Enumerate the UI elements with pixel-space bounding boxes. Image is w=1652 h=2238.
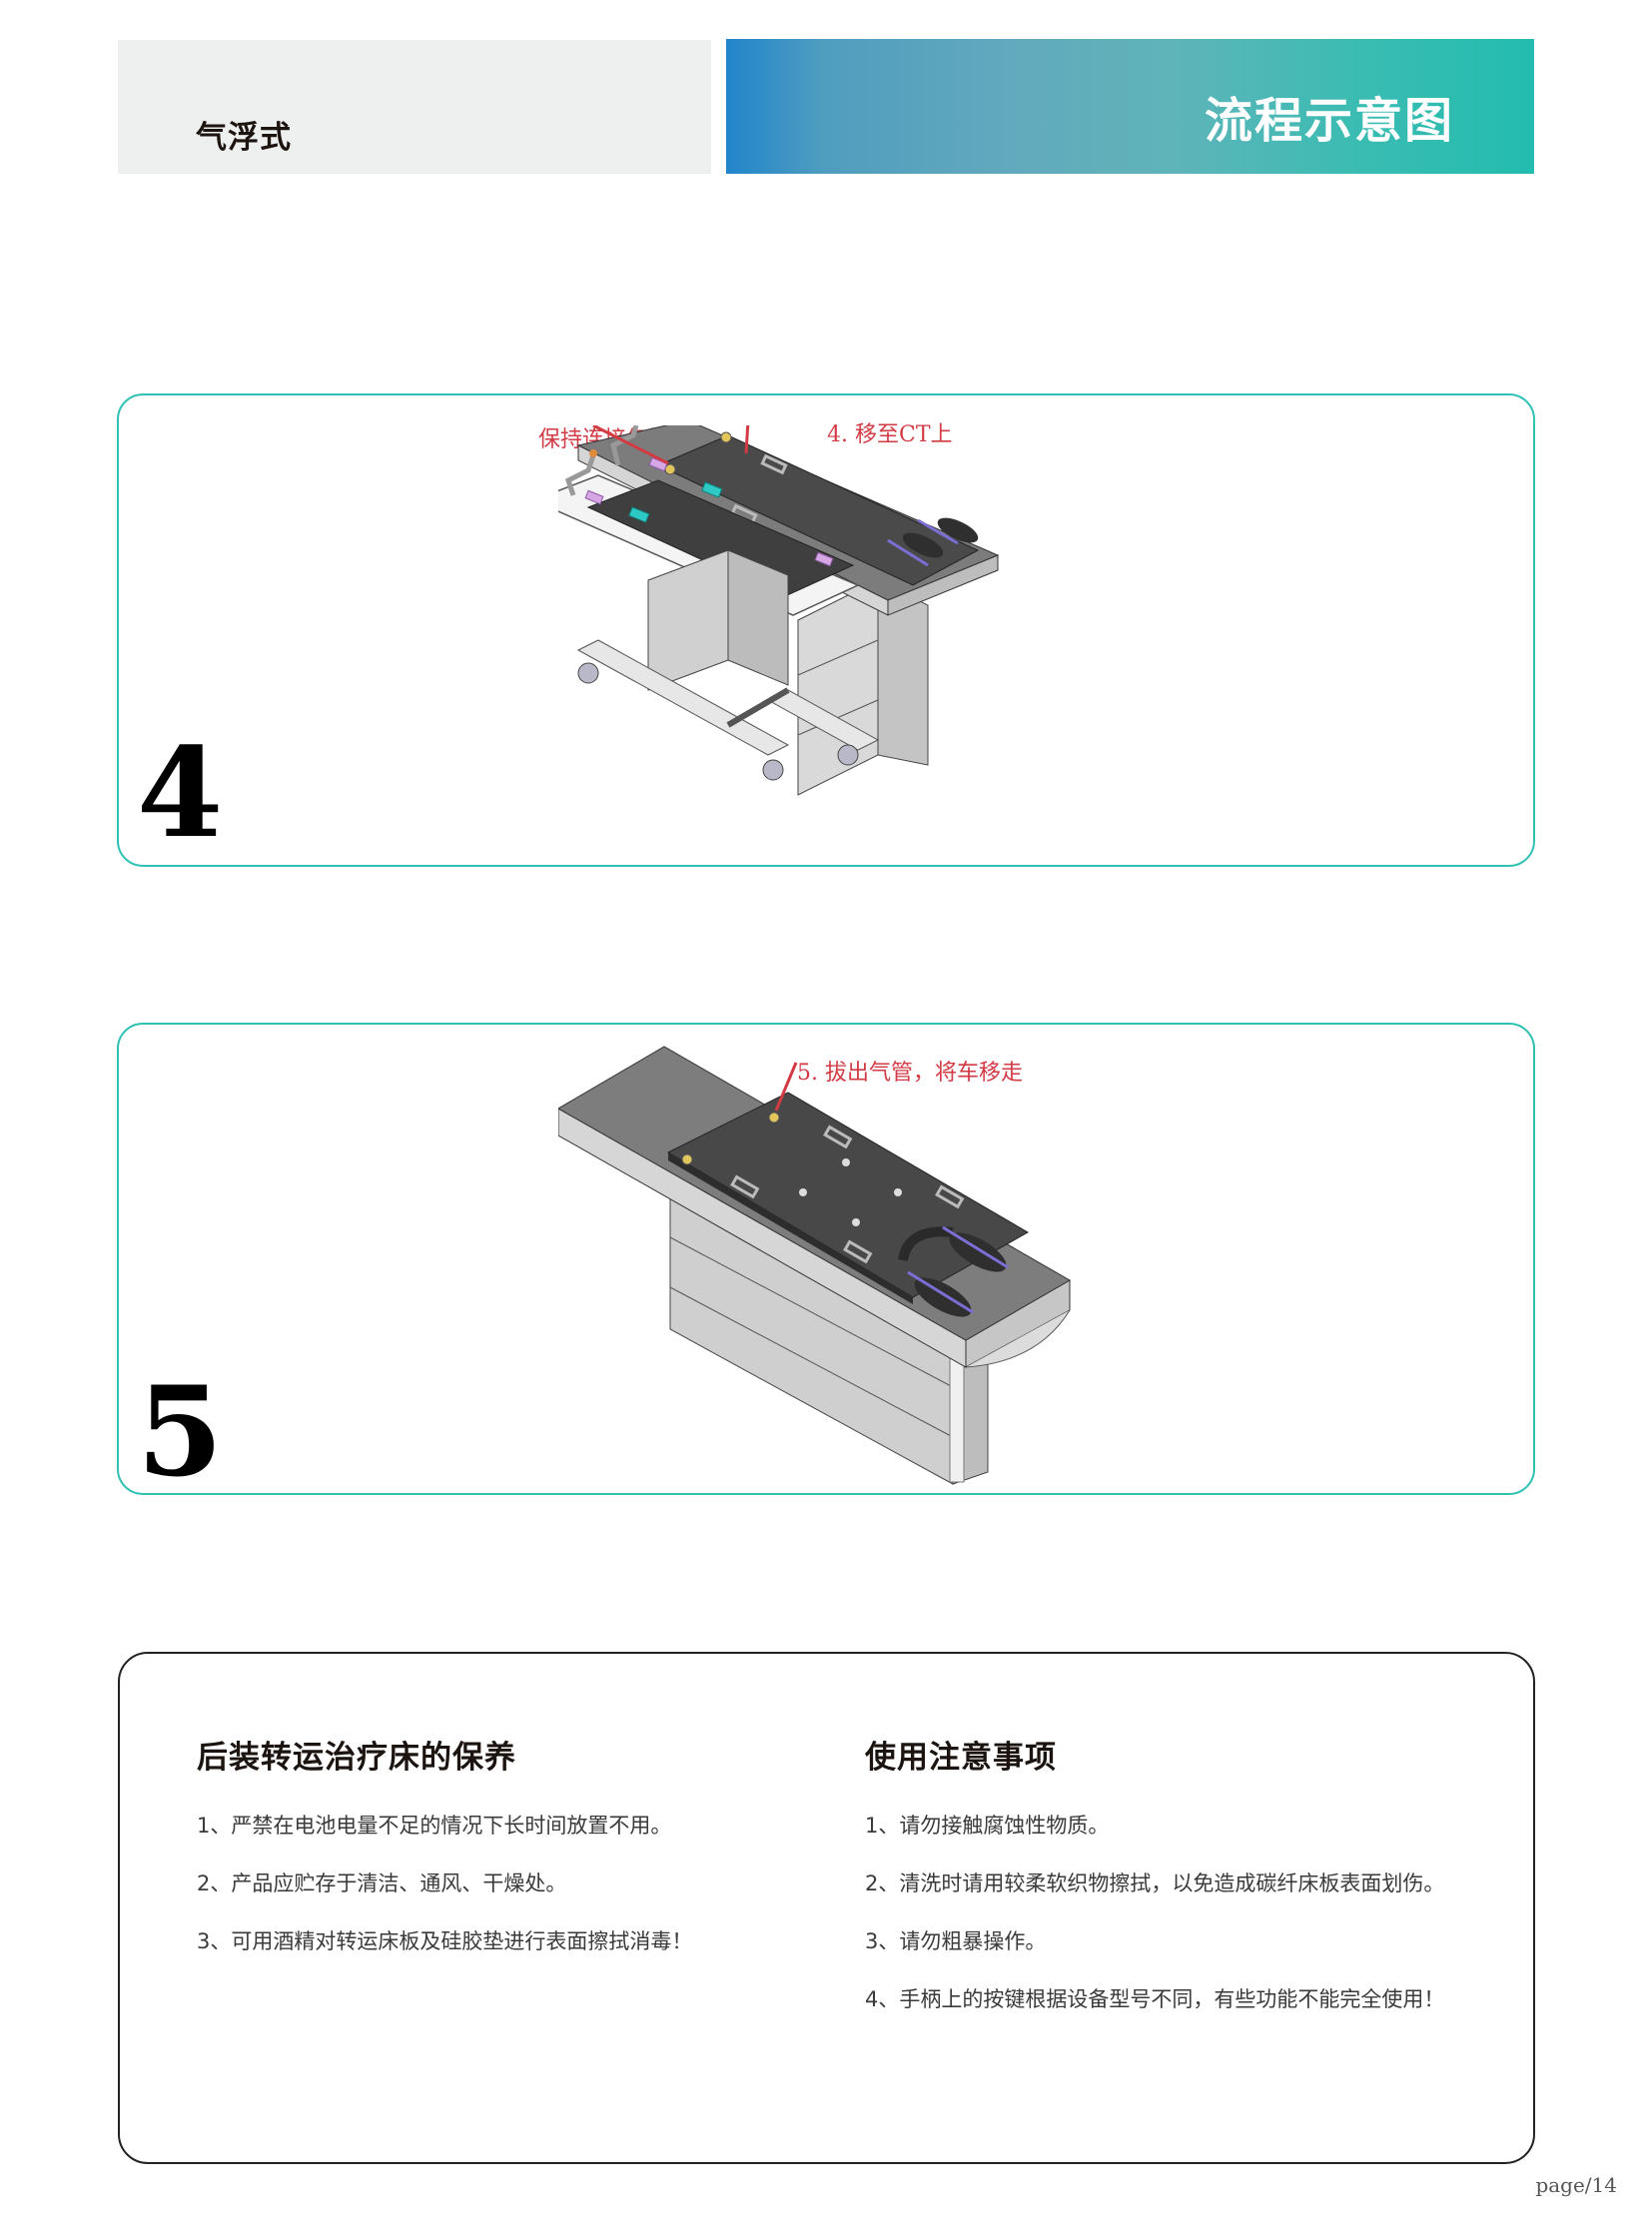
ct-table-illustration — [558, 1046, 1072, 1485]
page-number: page/14 — [1535, 2173, 1617, 2197]
maintenance-item: 2、产品应贮存于清洁、通风、干燥处。 — [197, 1871, 567, 1895]
transfer-cart-illustration — [558, 425, 1000, 796]
precautions-title: 使用注意事项 — [865, 1740, 1057, 1776]
page-title: 流程示意图 — [1204, 93, 1454, 149]
maintenance-item: 3、可用酒精对转运床板及硅胶垫进行表面擦拭消毒！ — [197, 1929, 693, 1953]
header-title-banner: 流程示意图 — [726, 39, 1534, 174]
maintenance-section: 后装转运治疗床的保养 1、严禁在电池电量不足的情况下长时间放置不用。 2、产品应… — [197, 1738, 796, 1985]
step-5-panel: 5 5. 拔出气管，将车移走 — [117, 1023, 1535, 1495]
annotation-move-to-ct: 4. 移至CT上 — [827, 422, 953, 447]
step-number: 4 — [137, 721, 224, 866]
maintenance-item: 1、严禁在电池电量不足的情况下长时间放置不用。 — [197, 1814, 672, 1838]
precaution-item: 2、清洗时请用较柔软织物擦拭，以免造成碳纤床板表面划伤。 — [865, 1871, 1445, 1895]
maintenance-title: 后装转运治疗床的保养 — [197, 1740, 516, 1776]
annotation-remove-air-hose: 5. 拔出气管，将车移走 — [797, 1061, 1023, 1086]
header-category-block: 气浮式 — [118, 40, 711, 174]
step-4-panel: 4 保持连接气管 4. 移至CT上 — [117, 393, 1535, 867]
precaution-item: 4、手柄上的按键根据设备型号不同，有些功能不能完全使用！ — [865, 1987, 1445, 2011]
step-number: 5 — [137, 1360, 224, 1505]
precautions-list: 1、请勿接触腐蚀性物质。 2、清洗时请用较柔软织物擦拭，以免造成碳纤床板表面划伤… — [865, 1812, 1464, 2013]
precaution-item: 1、请勿接触腐蚀性物质。 — [865, 1814, 1110, 1838]
care-and-precautions-box: 后装转运治疗床的保养 1、严禁在电池电量不足的情况下长时间放置不用。 2、产品应… — [118, 1652, 1535, 2164]
category-label: 气浮式 — [196, 120, 292, 156]
precautions-section: 使用注意事项 1、请勿接触腐蚀性物质。 2、清洗时请用较柔软织物擦拭，以免造成碳… — [865, 1738, 1464, 2043]
precaution-item: 3、请勿粗暴操作。 — [865, 1929, 1047, 1953]
maintenance-list: 1、严禁在电池电量不足的情况下长时间放置不用。 2、产品应贮存于清洁、通风、干燥… — [197, 1812, 796, 1955]
